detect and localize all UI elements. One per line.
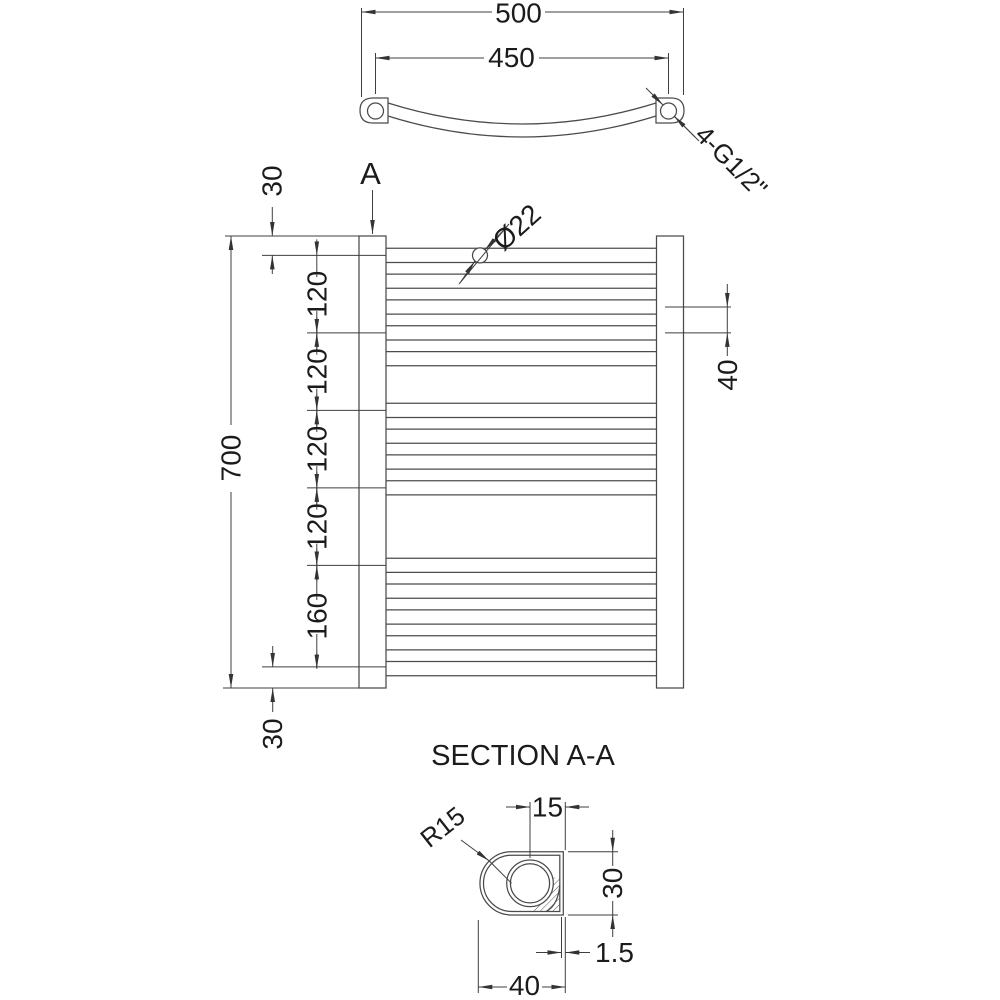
- front-view: A 700 30 30 120 120 120 120 160: [216, 156, 744, 750]
- dim-pitch-3: 120: [301, 426, 332, 473]
- dim-overall-width: 500: [495, 0, 542, 29]
- tube-section-outer: [506, 859, 554, 908]
- dim-overall-height: 700: [216, 435, 247, 482]
- right-rail: [655, 235, 685, 689]
- dim-depth: 30: [597, 868, 628, 899]
- dim-centre-offset: 15: [532, 792, 563, 823]
- tube-section-inner: [509, 863, 551, 904]
- dim-top-offset: 30: [257, 165, 288, 196]
- dim-pitch-1: 120: [301, 271, 332, 318]
- tapping-label: 4-G1/2": [689, 119, 773, 203]
- dim-pitch-4: 120: [301, 503, 332, 550]
- rail-section-inner: [482, 854, 561, 913]
- dim-corner-radius: R15: [414, 800, 470, 853]
- curved-tube-bottom-edge: [387, 115, 657, 138]
- dim-centres-width: 450: [488, 42, 535, 73]
- section-title: SECTION A-A: [431, 740, 615, 772]
- dim-bar-pitch: 40: [712, 359, 743, 390]
- pitch-chain-dimension: [307, 239, 386, 669]
- dim-pitch-2: 120: [301, 348, 332, 395]
- dim-pitch-5: 160: [301, 593, 332, 640]
- dim-width: 40: [509, 970, 540, 1000]
- plan-view: 500 450 4-G1/2": [359, 0, 773, 203]
- tube-lines: [386, 247, 657, 677]
- section-hatch: [533, 877, 560, 912]
- dim-wall-thickness: 1.5: [595, 937, 634, 968]
- rail-section-outer: [479, 851, 564, 916]
- section-arrow-label: A: [360, 156, 381, 191]
- dim-bottom-offset: 30: [257, 718, 288, 749]
- weld-curve: [545, 885, 561, 913]
- section-view: SECTION A-A R15 15 30 1.5: [414, 740, 633, 1000]
- tube-diameter-circle: [471, 247, 489, 264]
- right-tapping-hole: [659, 102, 678, 120]
- left-rail: [358, 235, 387, 689]
- curved-tube-top-edge: [387, 102, 657, 125]
- left-tapping-hole: [366, 102, 385, 120]
